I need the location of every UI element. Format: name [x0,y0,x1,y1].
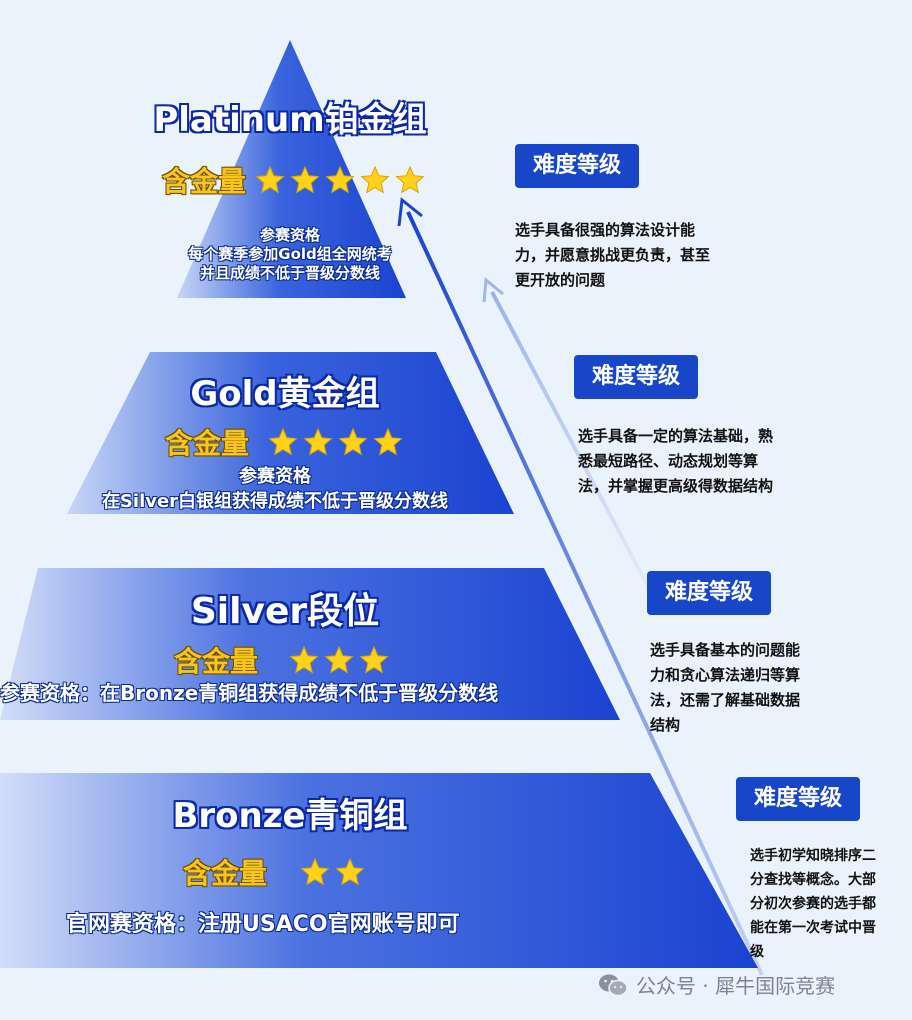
description-line: 选手具备很强的算法设计能 [515,221,696,239]
star-icon [395,165,425,195]
description-line: 选手具备一定的算法基础，熟 [578,427,774,445]
qualification-line: 每个赛季参加Gold组全网统考 [188,245,392,263]
difficulty-arrow-main-head [397,197,423,227]
star-icon [324,645,354,675]
tier-silver-qualification: 参赛资格：在Bronze青铜组获得成绩不低于晋级分数线 [0,680,582,706]
description-line: 级 [750,944,764,960]
qualification-line: 在Silver白银组获得成绩不低于晋级分数线 [101,491,449,512]
tier-bronze-value-row: 含金量 [183,852,365,892]
difficulty-arrow-secondary-head [482,277,504,303]
star-icon [325,165,355,195]
difficulty-arrow-secondary [490,291,652,591]
tier-gold-value-row: 含金量 [165,422,403,462]
gold-value-label: 含金量 [174,645,259,678]
description-line: 力，并愿意挑战更负责，甚至 [515,246,711,264]
star-icon [300,857,330,887]
star-icon [373,427,403,457]
description-line: 分查找等概念。大部 [750,872,876,888]
tier-silver-stars [284,645,389,675]
qualification-line: 参赛资格 [259,226,320,244]
description-line: 力和贪心算法递归等算 [650,666,801,684]
tier-bronze-shape [0,773,758,968]
qualification-line: 官网赛资格：注册USACO官网账号即可 [66,912,460,937]
watermark-text: 公众号 · 犀牛国际竞赛 [636,974,836,998]
star-icon [303,427,333,457]
difficulty-description: 选手初学知晓排序二 分查找等概念。大部 分初次参赛的选手都 能在第一次考试中晋 … [750,844,910,964]
description-line: 法，还需了解基础数据 [650,691,801,709]
watermark: 公众号 · 犀牛国际竞赛 [598,970,835,999]
star-icon [360,165,390,195]
star-icon [338,427,368,457]
tier-platinum-stars [250,165,425,195]
tier-gold-title: Gold黄金组 [190,374,380,414]
star-icon [268,427,298,457]
gold-value-label: 含金量 [162,165,247,198]
star-icon [335,857,365,887]
difficulty-description: 选手具备一定的算法基础，熟 悉最短路径、动态规划等算 法，并掌握更高级得数据结构 [578,424,838,499]
gold-value-label: 含金量 [165,427,250,460]
qualification-line: 参赛资格：在Bronze青铜组获得成绩不低于晋级分数线 [0,681,499,705]
star-icon [359,645,389,675]
tier-platinum-value-row: 含金量 [162,160,425,200]
description-line: 悉最短路径、动态规划等算 [578,452,759,470]
wechat-icon [599,974,628,996]
qualification-line: 参赛资格 [239,466,311,487]
difficulty-badge: 难度等级 [574,355,698,399]
description-line: 分初次参赛的选手都 [750,896,876,912]
difficulty-badge: 难度等级 [736,777,860,821]
tier-bronze-qualification: 官网赛资格：注册USACO官网账号即可 [66,910,546,940]
gold-value-label: 含金量 [183,857,268,890]
tier-bronze-title: Bronze青铜组 [172,796,408,836]
qualification-line: 并且成绩不低于晋级分数线 [199,264,380,282]
description-line: 能在第一次考试中晋 [750,920,876,936]
tier-silver-value-row: 含金量 [174,640,389,680]
difficulty-description: 选手具备基本的问题能 力和贪心算法递归等算 法，还需了解基础数据 结构 [650,638,840,738]
tier-platinum-qualification: 参赛资格 每个赛季参加Gold组全网统考 并且成绩不低于晋级分数线 [130,226,450,283]
tier-platinum-title: Platinum铂金组 [153,100,427,140]
star-icon [289,645,319,675]
tier-gold-stars [263,427,403,457]
tier-silver-title: Silver段位 [190,591,380,632]
difficulty-description: 选手具备很强的算法设计能 力，并愿意挑战更负责，甚至 更开放的问题 [515,218,775,293]
description-line: 选手初学知晓排序二 [750,848,876,864]
description-line: 选手具备基本的问题能 [650,641,801,659]
tier-silver-shape [0,568,620,720]
tier-bronze-stars [295,857,365,887]
difficulty-badge: 难度等级 [647,571,771,615]
tier-gold-qualification: 参赛资格 在Silver白银组获得成绩不低于晋级分数线 [60,464,490,514]
star-icon [290,165,320,195]
tier-platinum-shape [177,40,406,298]
tier-gold-shape [67,352,514,514]
difficulty-arrow-main [406,211,764,976]
star-icon [255,165,285,195]
difficulty-badge: 难度等级 [515,144,639,188]
description-line: 法，并掌握更高级得数据结构 [578,477,774,495]
description-line: 结构 [650,716,681,734]
description-line: 更开放的问题 [515,271,606,289]
